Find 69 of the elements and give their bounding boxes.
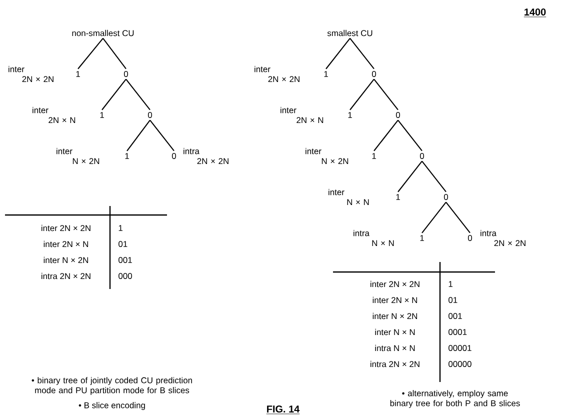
table-cell: 01 <box>448 297 458 303</box>
table-cell: inter N × 2N <box>372 312 417 320</box>
tree-branch <box>446 202 470 234</box>
bit-label: 0 <box>148 112 152 118</box>
table-cell: inter N × 2N <box>44 256 88 264</box>
figure-caption: FIG. 14 <box>266 405 300 414</box>
mode-label: inter N × N <box>328 188 369 206</box>
bit-label: 1 <box>396 194 400 200</box>
table-cell: 0001 <box>448 329 467 335</box>
tree-branch <box>374 120 398 152</box>
bit-label: 0 <box>396 112 400 118</box>
bit-label: 0 <box>420 153 424 159</box>
note-text: • binary tree of jointly coded CU prediction mode and PU partition mode for B slices <box>32 377 192 395</box>
table-cell: 000 <box>118 273 132 279</box>
table-cell: 01 <box>118 241 128 247</box>
mode-label: intra 2N × 2N <box>184 148 228 164</box>
tree-branch <box>350 38 374 70</box>
tree-branch <box>398 160 422 192</box>
mode-label: intra 2N × 2N <box>480 230 526 246</box>
mode-label: inter 2N × N <box>280 106 324 124</box>
tree-branch <box>350 78 374 110</box>
table-cell: inter 2N × N <box>372 296 417 304</box>
bit-label: 1 <box>76 71 80 77</box>
mode-label: inter N × 2N <box>56 148 100 164</box>
table-cell: inter N × N <box>375 328 415 336</box>
tree-branch <box>78 38 104 70</box>
bit-label: 1 <box>125 153 129 159</box>
table-cell: 1 <box>118 225 122 231</box>
bit-label: 1 <box>372 153 376 159</box>
bit-label: 1 <box>348 112 352 118</box>
tree-branch <box>126 120 150 152</box>
tree-branch <box>374 78 398 110</box>
tree-branch <box>422 202 446 234</box>
figure-number: 1400 <box>524 8 546 18</box>
note-text: • alternatively, employ same binary tree for both P and B slices <box>390 390 520 408</box>
tree-root-label: non-smallest CU <box>72 30 134 36</box>
bit-label: 0 <box>172 153 176 159</box>
mode-label: inter 2N × 2N <box>254 66 300 82</box>
mode-label: inter 2N × 2N <box>8 66 54 82</box>
tree-branch <box>326 38 350 70</box>
table-cell: intra 2N × 2N <box>370 360 420 368</box>
tree-branch <box>102 38 126 70</box>
tree-branch <box>422 160 446 192</box>
bit-label: 1 <box>100 112 104 118</box>
table-cell: intra 2N × 2N <box>42 272 90 280</box>
tree-branch <box>398 120 422 152</box>
table-cell: 00000 <box>448 361 472 367</box>
table-cell: intra N × N <box>375 344 415 352</box>
table-cell: inter 2N × N <box>44 240 88 248</box>
bit-label: 0 <box>372 71 376 77</box>
mode-label: inter N × 2N <box>306 148 348 164</box>
table-cell: inter 2N × 2N <box>370 280 420 288</box>
table-cell: 001 <box>448 313 462 319</box>
table-cell: inter 2N × 2N <box>42 224 90 232</box>
tree-root-label: smallest CU <box>327 30 372 36</box>
bit-label: 0 <box>468 235 472 241</box>
table-cell: 00001 <box>448 345 472 351</box>
mode-label: inter 2N × N <box>32 106 76 124</box>
mode-label: intra N × N <box>354 230 394 246</box>
bit-label: 0 <box>444 194 448 200</box>
tree-branch <box>150 120 174 152</box>
table-cell: 001 <box>118 257 132 263</box>
tree-branch <box>126 78 150 110</box>
bit-label: 1 <box>420 235 424 241</box>
bit-label: 0 <box>124 71 128 77</box>
table-cell: 1 <box>448 281 452 287</box>
note-text: • B slice encoding <box>78 402 145 410</box>
tree-branch <box>102 78 126 110</box>
bit-label: 1 <box>324 71 328 77</box>
